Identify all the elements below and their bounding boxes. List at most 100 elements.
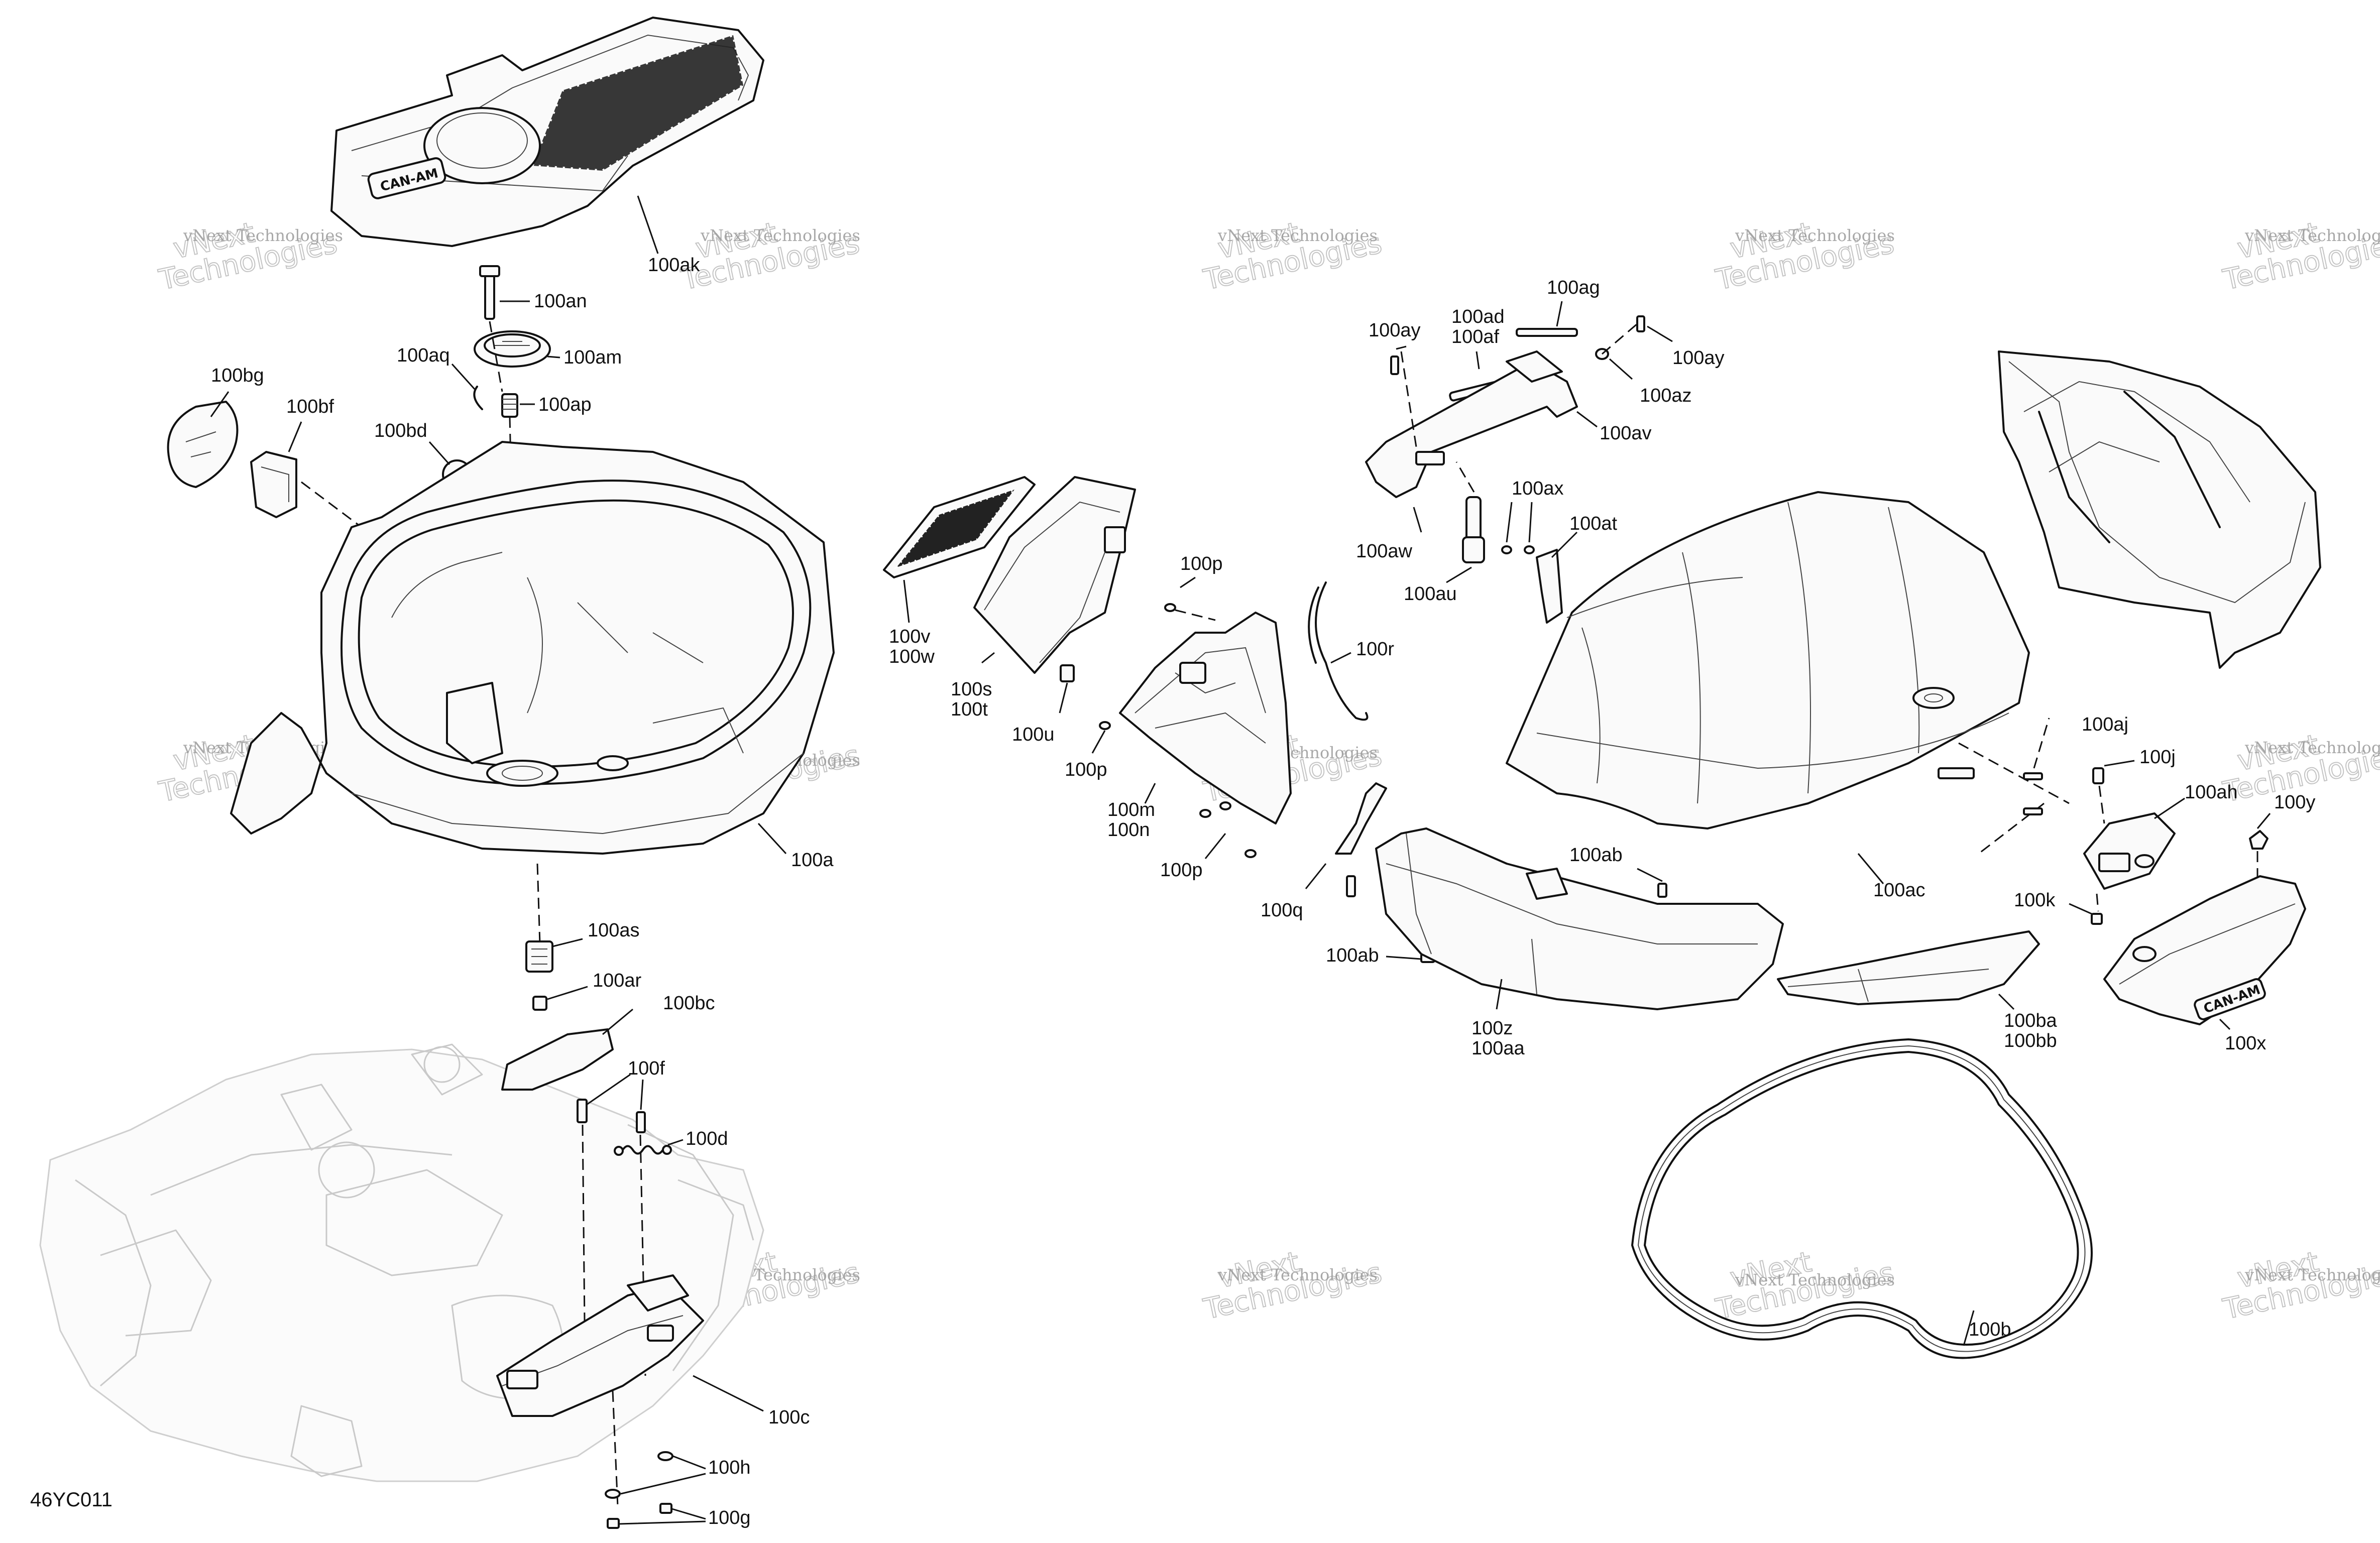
part-bracket-100at: 100at — [1536, 513, 1618, 624]
part-deck-100ac: 100ac — [1506, 491, 2030, 901]
assembly-line — [639, 1134, 646, 1376]
part-label: 100g — [708, 1507, 751, 1528]
part-label: 100an — [534, 291, 587, 312]
part-label: 100r — [1356, 639, 1394, 660]
part-label: 100u — [1012, 724, 1055, 745]
part-label: 100ad — [1451, 306, 1505, 327]
part-label: 100ac — [1873, 880, 1925, 901]
diagram-code: 46YC011 — [30, 1489, 112, 1511]
part-label: 100m — [1107, 799, 1155, 820]
part-label: 100bc — [663, 993, 715, 1014]
part-label: 100aa — [1471, 1038, 1525, 1059]
part-washer-100h: 100h — [605, 1451, 751, 1499]
part-label: 100a — [791, 850, 834, 871]
part-seal-100b: 100b — [1631, 1038, 2093, 1359]
part-clip-100aq: 100aq — [397, 345, 483, 410]
part-handle-100x: CAN-AM 100x — [2103, 875, 2306, 1054]
part-bolt-100y: 100y — [2249, 792, 2315, 879]
assembly-line — [536, 863, 541, 944]
part-panel-100m: 100m 100n — [1107, 612, 1292, 841]
part-label: 100y — [2274, 792, 2315, 813]
part-label: 100ah — [2185, 782, 2238, 803]
part-latch-100as: 100as — [525, 920, 640, 973]
part-label: 100p — [1180, 553, 1223, 574]
part-label: 100f — [628, 1058, 665, 1079]
watermark-text: vNext Technologies — [2244, 738, 2380, 757]
part-label: 100k — [2014, 890, 2056, 911]
part-spring-100ap: 100ap — [501, 393, 592, 418]
part-cable-100r: 100r — [1308, 581, 1394, 721]
part-hinge-100av: 100av — [1365, 350, 1652, 498]
assembly-line — [2096, 893, 2099, 912]
part-label: 100d — [686, 1128, 728, 1149]
part-bolt-100ag: 100ag — [1516, 277, 1600, 337]
part-label: 100bg — [211, 365, 264, 386]
watermark-text: vNext Technologies — [183, 226, 343, 245]
part-clip-100u: 100u — [1012, 664, 1075, 745]
part-washer-100az: 100az — [1595, 348, 1692, 406]
assembly-line — [1602, 323, 1638, 355]
part-label: 100bd — [374, 420, 427, 441]
part-label: 100b — [1969, 1319, 2011, 1340]
part-label: 100au — [1404, 583, 1457, 605]
part-label: 100am — [563, 347, 622, 368]
watermark: vNext Technologies — [678, 216, 863, 297]
watermark-text: vNext Technologies — [1217, 1265, 1378, 1284]
part-plate-100bc: 100bc — [501, 993, 715, 1091]
part-label: 100bf — [286, 396, 334, 417]
part-label: 100j — [2139, 747, 2176, 768]
part-nut-100k: 100k — [2014, 890, 2103, 925]
part-bolt-100f: 100f — [577, 1058, 665, 1133]
part-storage-bin-100a: 100a — [230, 441, 835, 871]
part-label: 100at — [1569, 513, 1618, 534]
part-label: 100as — [588, 920, 640, 941]
assembly-line — [1958, 742, 2070, 804]
watermark: vNext Technologies — [2220, 216, 2380, 297]
part-label: 100aw — [1356, 541, 1413, 562]
part-label: 100az — [1640, 385, 1692, 406]
part-front-panel-100z: 100z 100aa — [1375, 827, 1784, 1059]
part-spring-100aj: 100aj — [1958, 714, 2128, 855]
part-strap-100q: 100q — [1261, 782, 1387, 921]
assembly-line — [2033, 718, 2050, 769]
watermark: vNext Technologies — [1713, 216, 1897, 297]
part-label: 100p — [1065, 759, 1107, 780]
part-duct-100s: 100s 100t — [951, 476, 1136, 720]
part-label: 100s — [951, 679, 992, 700]
watermark-text: vNext Technologies — [700, 226, 860, 245]
part-label: 100q — [1261, 900, 1303, 921]
watermark: vNext Technologies — [156, 216, 341, 297]
part-label: 100aq — [397, 345, 450, 366]
part-label: 100z — [1471, 1018, 1513, 1039]
watermark-text: vNext Technologies — [2244, 1265, 2380, 1284]
assembly-line — [489, 321, 503, 392]
part-bracket-100c: 100c — [496, 1274, 810, 1428]
part-latch-100ah: 100ah — [2083, 782, 2238, 890]
part-label: 100ay — [1369, 320, 1421, 341]
part-label: 100ab — [1569, 845, 1623, 866]
part-screw-100ab: 100ab 100ab — [1326, 845, 1667, 966]
part-label: 100h — [708, 1457, 751, 1478]
part-nut-100ar: 100ar — [532, 970, 642, 1011]
assembly-line — [1175, 609, 1216, 621]
part-label: 100ab — [1326, 945, 1379, 966]
part-strut-100aw: 100aw 100au — [1356, 461, 1485, 605]
hex-grid-pattern — [530, 33, 745, 172]
part-cover-100bg: 100bg — [167, 365, 264, 488]
part-label: 100ay — [1672, 347, 1725, 369]
assembly-line — [612, 1390, 619, 1507]
part-label: 100bb — [2004, 1030, 2057, 1051]
chassis-ghost — [39, 1043, 764, 1482]
part-screw-100ax: 100ax — [1501, 478, 1564, 554]
part-label: 100ax — [1512, 478, 1564, 499]
part-screw-100p: 100p 100p 100p — [1065, 553, 1257, 881]
part-label: 100t — [951, 699, 988, 720]
part-holder-100bf: 100bf — [250, 396, 334, 518]
part-tail-cover — [1998, 350, 2321, 669]
part-spring-100d: 100d — [614, 1128, 728, 1156]
part-label: 100w — [889, 646, 935, 667]
part-label: 100ar — [593, 970, 642, 991]
watermark-text: vNext Technologies — [1735, 226, 1895, 245]
watermark-text: vNext Technologies — [1217, 226, 1378, 245]
